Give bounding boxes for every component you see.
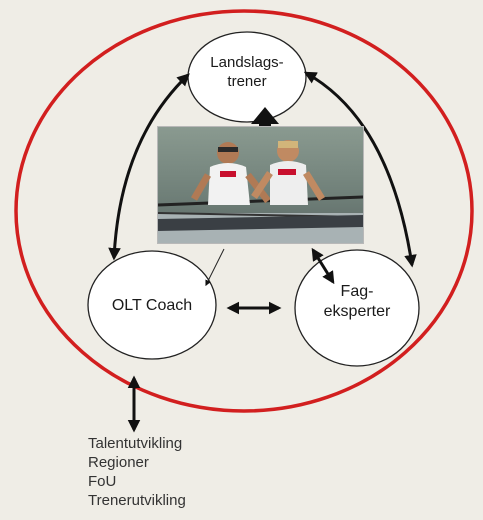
fageksperter-line1: Fag- [340,283,374,300]
landslagstrener-label: Landslags- trener [188,54,306,92]
list-item: FoU [88,473,117,490]
fageksperter-label: Fag- eksperter [295,282,419,322]
olt-coach-label: OLT Coach [88,296,216,316]
landslagstrener-line1: Landslags- [210,54,284,71]
landslagstrener-line2: trener [227,72,267,90]
olt-coach-text: OLT Coach [111,297,193,314]
fageksperter-line2: eksperter [323,303,391,320]
list-item: Talentutvikling [88,435,183,452]
list-item: Regioner [88,454,149,471]
support-list: Talentutvikling Regioner FoU Trenerutvik… [88,434,186,510]
arrow-photo-olt [205,248,225,287]
outer-ring [14,9,474,413]
arrow-landslagstrener-olt [108,73,190,261]
list-item: Trenerutvikling [88,492,186,509]
rowers-photo-image [158,127,363,243]
arrow-landslagstrener-fag [303,71,417,268]
arrow-photo-fag [311,247,335,285]
rowers-photo [157,126,364,244]
